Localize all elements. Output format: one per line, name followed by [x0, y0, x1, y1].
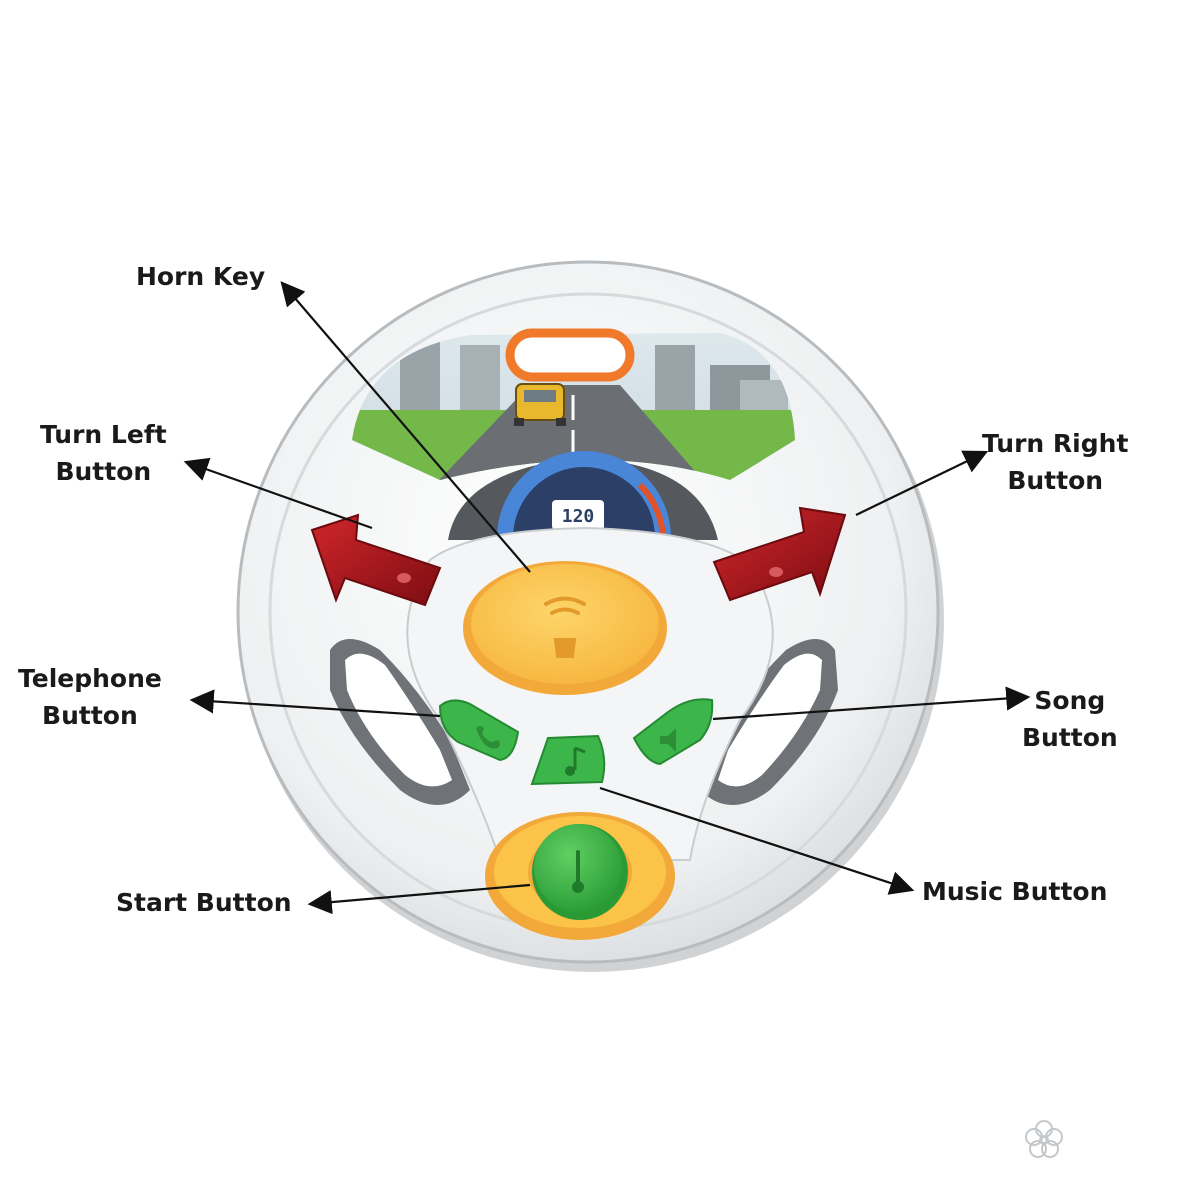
music-note-icon [565, 746, 586, 776]
start-label-text: Start Button [116, 888, 292, 917]
flower-watermark-icon [1025, 1120, 1063, 1158]
music-button[interactable] [530, 734, 606, 786]
rearview-mirror [505, 328, 635, 382]
music-label-text: Music Button [922, 877, 1108, 906]
speaker-icon [660, 728, 676, 752]
turn-right-button-label: Turn Right Button [982, 425, 1128, 499]
turn-left-callout [183, 457, 373, 530]
start-callout [307, 883, 531, 915]
key-icon [572, 850, 584, 893]
song-button[interactable] [632, 698, 714, 766]
telephone-label-line1: Telephone [18, 664, 162, 693]
turn-right-callout [855, 450, 989, 516]
yellow-car-icon [514, 383, 566, 426]
song-label-line2: Button [1022, 723, 1118, 752]
turn-left-label-line2: Button [55, 457, 152, 486]
music-callout [599, 786, 915, 895]
start-button-label: Start Button [116, 884, 292, 921]
turn-right-label-line2: Button [1007, 466, 1104, 495]
turn-right-label-line1: Turn Right [982, 429, 1129, 458]
telephone-button-label: Telephone Button [18, 660, 162, 734]
telephone-callout [189, 689, 441, 718]
speedometer: 120 [448, 451, 718, 540]
turn-left-label-line1: Turn Left [40, 420, 167, 449]
turn-right-button[interactable] [712, 506, 847, 602]
turn-left-button[interactable] [310, 513, 442, 607]
horn-sound-icon [544, 596, 586, 658]
song-callout [712, 686, 1031, 721]
horn-key-label: Horn Key [136, 258, 265, 295]
horn-key-label-text: Horn Key [136, 262, 266, 291]
horn-key-callout [280, 281, 531, 573]
start-button[interactable] [485, 812, 675, 940]
turn-left-button-label: Turn Left Button [40, 416, 167, 490]
music-button-label: Music Button [922, 873, 1107, 910]
callout-arrows [183, 281, 1031, 915]
telephone-label-line2: Button [42, 701, 138, 730]
song-label-line1: Song [1034, 686, 1106, 715]
speedometer-readout: 120 [562, 506, 595, 527]
phone-icon [476, 726, 500, 749]
horn-key[interactable] [463, 561, 667, 695]
telephone-button[interactable] [438, 699, 520, 762]
song-button-label: Song Button [1022, 682, 1118, 756]
